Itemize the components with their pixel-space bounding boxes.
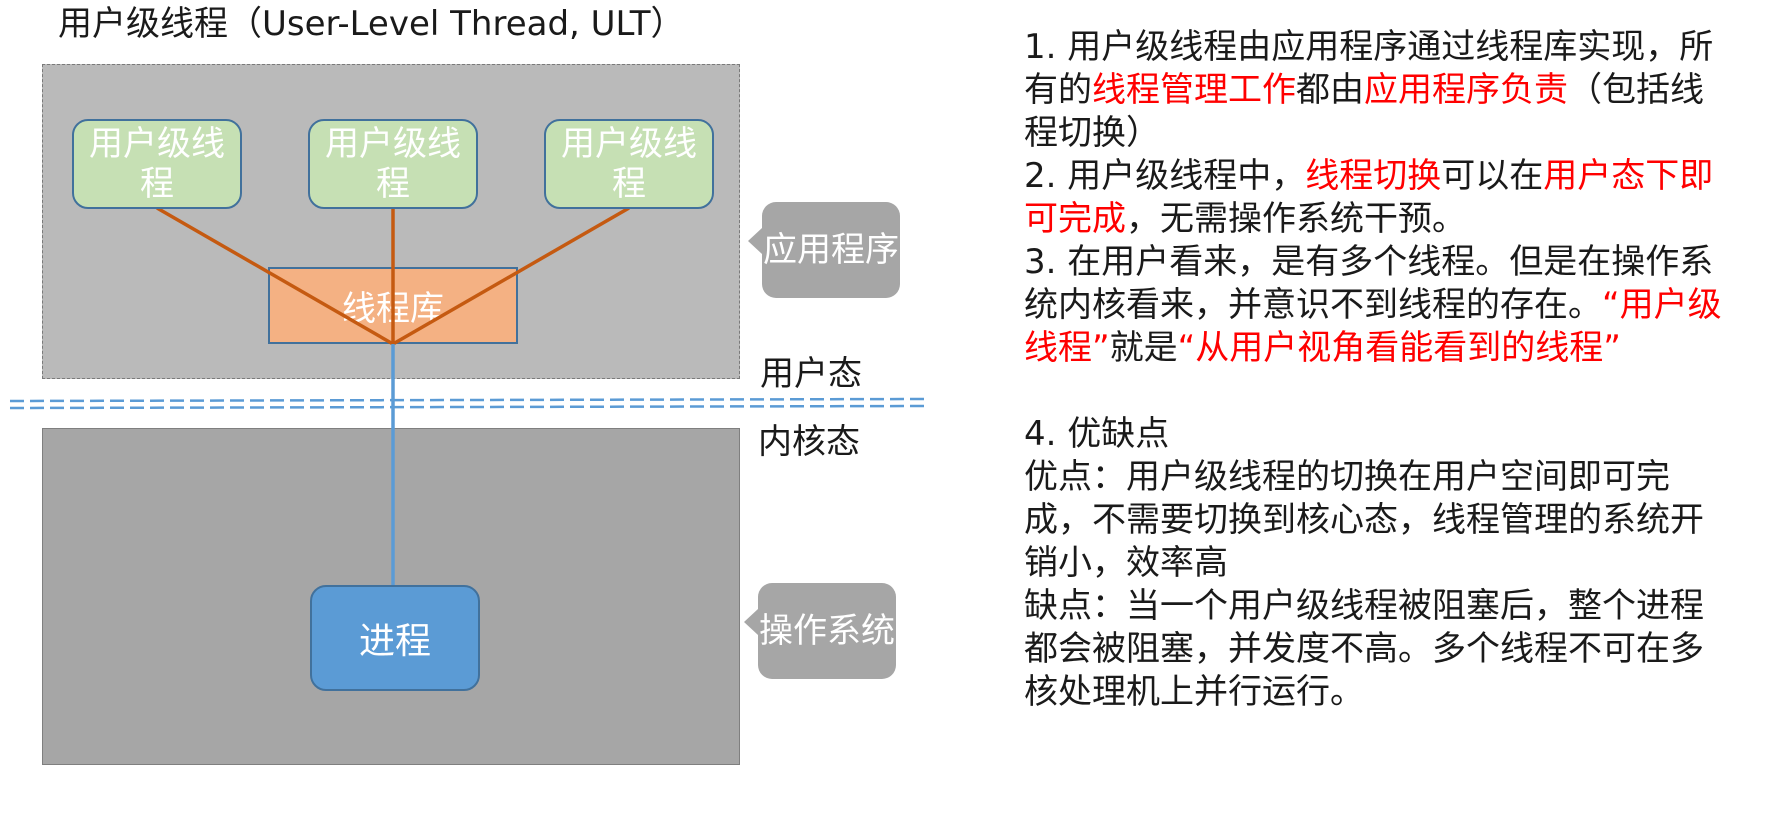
separator-line-top	[9, 397, 931, 403]
callout-operating-system: 操作系统	[744, 583, 896, 679]
diagram-title: 用户级线程（User-Level Thread, ULT）	[58, 4, 685, 44]
callout-os-label: 操作系统	[759, 611, 895, 651]
thread-library-box: 线程库	[268, 267, 518, 344]
highlight: 用户态下即可完成	[1024, 156, 1714, 239]
callout-application-label: 应用程序	[763, 230, 899, 270]
ult-node-label: 用户级线程	[89, 124, 225, 204]
kernel-mode-label: 内核态	[758, 422, 860, 462]
point-3: 3. 在用户看来，是有多个线程。但是在操作系统内核看来，并意识不到线程的存在。“…	[1024, 242, 1722, 368]
highlight: 线程管理工作	[1092, 70, 1296, 110]
highlight: 线程切换	[1305, 156, 1442, 196]
highlight: “用户级线程”	[1024, 285, 1722, 368]
process-box: 进程	[310, 585, 480, 691]
ult-node-1: 用户级线程	[72, 119, 242, 209]
point-1: 1. 用户级线程由应用程序通过线程库实现，所有的线程管理工作都由应用程序负责（包…	[1024, 27, 1714, 153]
process-label: 进程	[358, 621, 431, 662]
explanation-panel: 1. 用户级线程由应用程序通过线程库实现，所有的线程管理工作都由应用程序负责（包…	[1024, 26, 1734, 714]
separator-line-bottom	[9, 404, 931, 410]
thread-library-label: 线程库	[342, 289, 444, 329]
highlight: “从用户视角看能看到的线程”	[1177, 328, 1621, 368]
ult-node-label: 用户级线程	[325, 124, 461, 204]
ult-node-label: 用户级线程	[561, 124, 697, 204]
ult-node-3: 用户级线程	[544, 119, 714, 209]
ult-node-2: 用户级线程	[308, 119, 478, 209]
point-2: 2. 用户级线程中，线程切换可以在用户态下即可完成，无需操作系统干预。	[1024, 156, 1714, 239]
highlight: 应用程序负责	[1364, 70, 1568, 110]
spacer	[1024, 370, 1734, 413]
user-mode-label: 用户态	[760, 354, 862, 394]
point-4-pros: 优点：用户级线程的切换在用户空间即可完成，不需要切换到核心态，线程管理的系统开销…	[1024, 457, 1704, 583]
point-4-title: 4. 优缺点	[1024, 414, 1170, 454]
point-4-cons: 缺点：当一个用户级线程被阻塞后，整个进程都会被阻塞，并发度不高。多个线程不可在多…	[1024, 586, 1704, 712]
callout-application: 应用程序	[748, 202, 900, 298]
